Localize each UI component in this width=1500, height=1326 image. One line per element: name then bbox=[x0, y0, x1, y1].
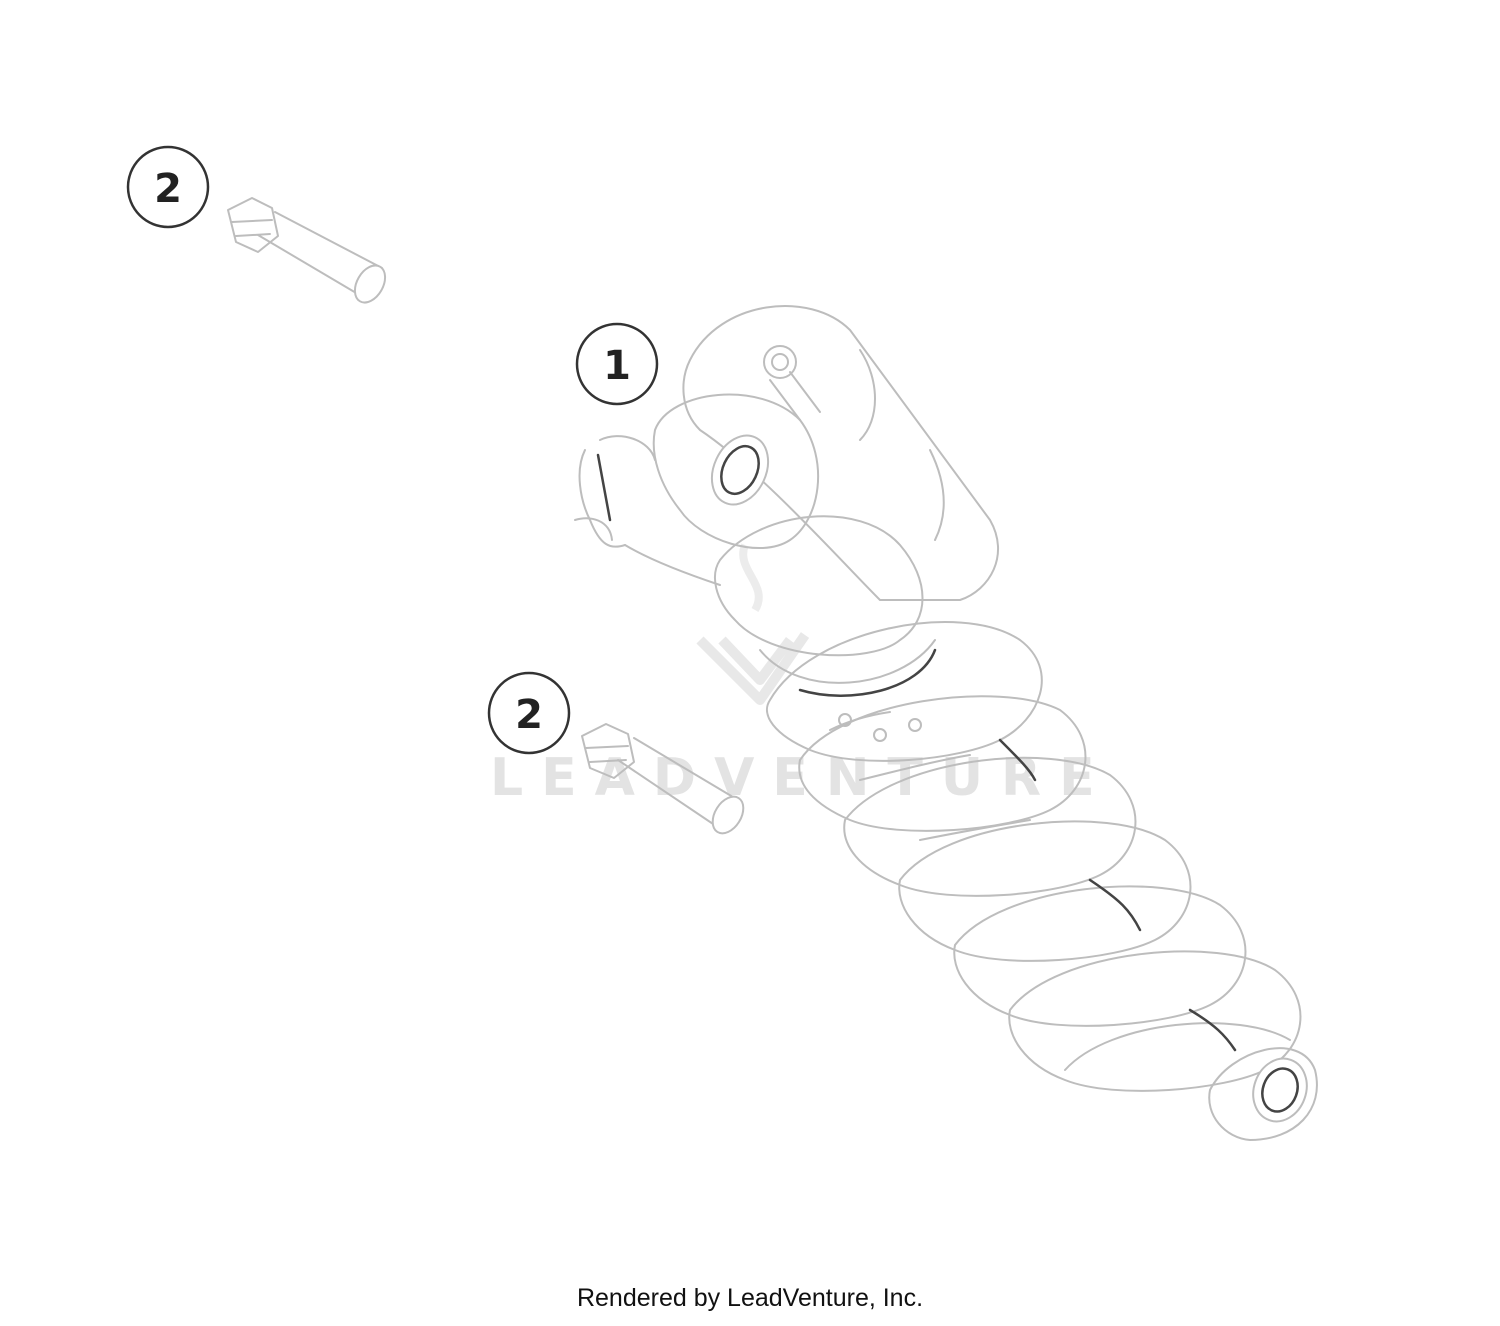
callout-number: 1 bbox=[603, 343, 631, 389]
callout-1-shock[interactable]: 1 bbox=[575, 322, 659, 406]
bolt-upper[interactable] bbox=[227, 197, 391, 308]
watermark-text: LEADVENTURE bbox=[490, 748, 1113, 808]
callout-number: 2 bbox=[154, 166, 182, 212]
footer-credit: Rendered by LeadVenture, Inc. bbox=[576, 1284, 924, 1312]
callout-number: 2 bbox=[515, 692, 543, 738]
shock-absorber[interactable] bbox=[574, 305, 1318, 1141]
leadventure-watermark: LEADVENTURE bbox=[490, 543, 1113, 808]
bolt-lower[interactable] bbox=[581, 723, 750, 839]
callout-2-lower[interactable]: 2 bbox=[487, 671, 571, 755]
callout-2-upper[interactable]: 2 bbox=[126, 145, 210, 229]
